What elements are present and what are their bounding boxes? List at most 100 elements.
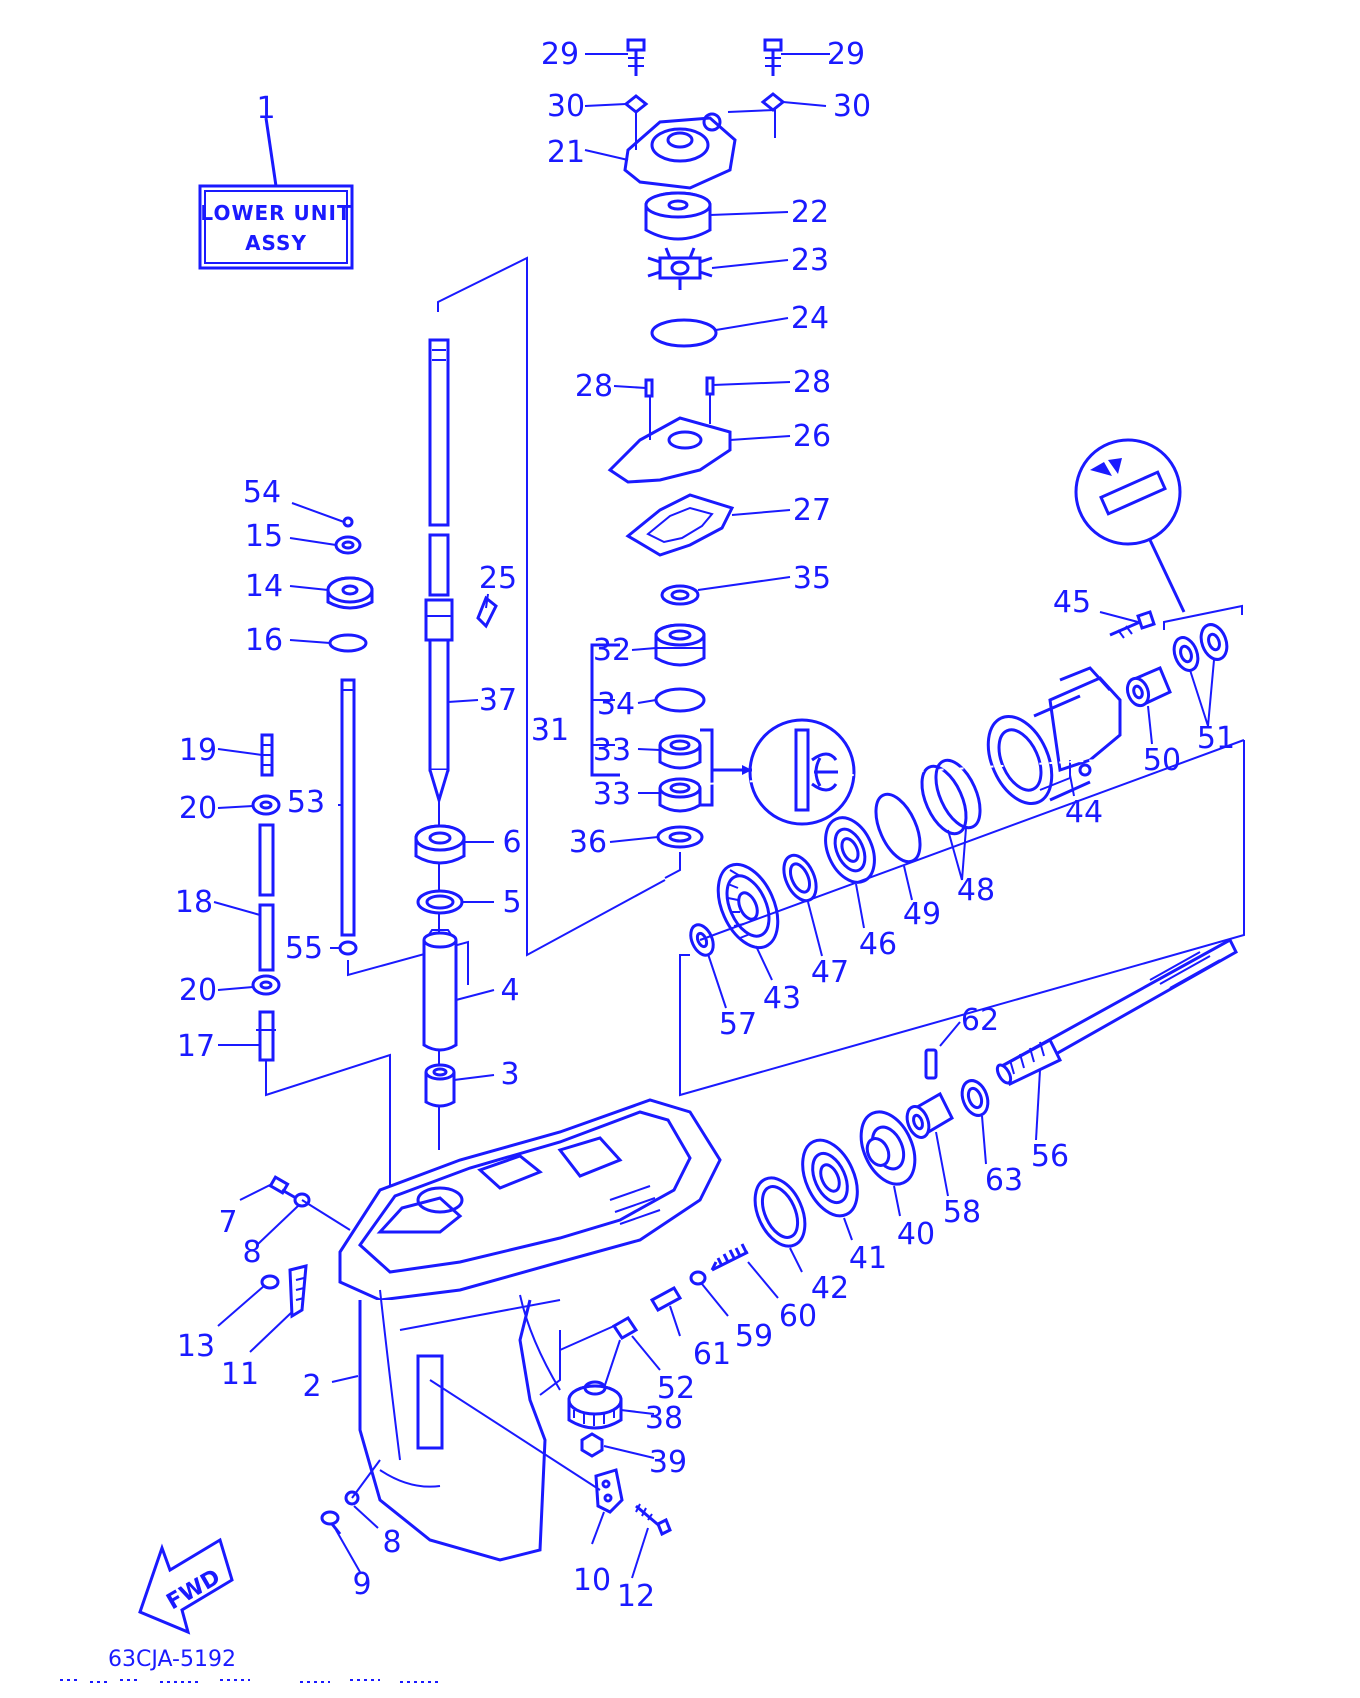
callout-29-right: 29 xyxy=(827,37,865,72)
callout-23: 23 xyxy=(791,243,829,278)
bracket-33 xyxy=(700,728,714,807)
callout-17: 17 xyxy=(177,1029,215,1064)
callout-14: 14 xyxy=(245,569,283,604)
callout-60: 60 xyxy=(779,1299,817,1334)
plate-10 xyxy=(429,1379,624,1514)
clip-63 xyxy=(960,1079,990,1117)
seal-33-upper xyxy=(658,734,702,770)
callout-51: 51 xyxy=(1197,721,1235,756)
callout-7: 7 xyxy=(218,1205,237,1240)
outer-plate-26 xyxy=(607,394,732,484)
nut-39 xyxy=(580,1432,604,1458)
callout-6: 6 xyxy=(502,825,521,860)
callout-33-upper: 33 xyxy=(593,733,631,768)
propeller-shaft-56 xyxy=(995,937,1238,1087)
callout-58: 58 xyxy=(943,1195,981,1230)
title-box: LOWER UNIT ASSY 1 xyxy=(198,91,354,270)
callout-52: 52 xyxy=(657,1371,695,1406)
key-25 xyxy=(476,595,498,629)
grommet-15 xyxy=(334,535,362,555)
callout-44: 44 xyxy=(1065,795,1103,830)
callout-8-upper: 8 xyxy=(242,1235,261,1270)
key-24 xyxy=(650,318,718,348)
bearing-41 xyxy=(801,1138,859,1218)
water-tube-53 xyxy=(340,678,356,937)
bearing-51 xyxy=(1163,604,1243,672)
callout-21: 21 xyxy=(547,135,585,170)
title-line2: ASSY xyxy=(245,231,307,255)
gear-axis-line xyxy=(699,739,1245,941)
callout-43: 43 xyxy=(763,981,801,1016)
callout-61: 61 xyxy=(693,1337,731,1372)
pump-housing-21 xyxy=(623,108,776,190)
callout-53: 53 xyxy=(287,785,325,820)
dowel-28-right xyxy=(705,376,715,396)
fine-print-marks xyxy=(60,1679,440,1683)
spring-60 xyxy=(710,1243,749,1272)
lower-case-2 xyxy=(338,1098,722,1562)
screw-12 xyxy=(635,1503,672,1537)
callout-9: 9 xyxy=(352,1567,371,1602)
grease-detail-circle-gc xyxy=(1074,438,1186,613)
ring-5 xyxy=(416,889,464,915)
bearing-32 xyxy=(654,623,706,667)
grommet-55 xyxy=(338,940,358,956)
washer-30-right xyxy=(760,92,786,112)
plate-11 xyxy=(288,1264,308,1319)
callout-28-left: 28 xyxy=(575,369,613,404)
bushing-3 xyxy=(424,1063,456,1108)
callout-25: 25 xyxy=(479,561,517,596)
bracket-31 xyxy=(590,643,620,777)
callout-59: 59 xyxy=(735,1319,773,1354)
callout-33-lower: 33 xyxy=(593,777,631,812)
impeller-23 xyxy=(647,247,713,290)
bearing-46 xyxy=(824,816,876,884)
callout-3: 3 xyxy=(500,1057,519,1092)
callout-12: 12 xyxy=(617,1579,655,1614)
callout-18: 18 xyxy=(175,885,213,920)
screw-9 xyxy=(320,1510,342,1535)
callout-24: 24 xyxy=(791,301,829,336)
callout-28-right: 28 xyxy=(793,365,831,400)
bolt-19 xyxy=(260,733,274,777)
callout-38: 38 xyxy=(645,1401,683,1436)
shift-cam-17 xyxy=(256,1010,276,1062)
reverse-gear-43 xyxy=(716,862,780,950)
callout-54: 54 xyxy=(243,475,281,510)
callout-30-left: 30 xyxy=(547,89,585,124)
callout-22: 22 xyxy=(791,195,829,230)
callout-11: 11 xyxy=(221,1357,259,1392)
bolt-29-right xyxy=(763,38,783,76)
gasket-27 xyxy=(625,493,735,557)
pin-61 xyxy=(649,1285,683,1313)
pin-62 xyxy=(924,1048,938,1080)
callout-20-lower: 20 xyxy=(179,973,217,1008)
callout-13: 13 xyxy=(177,1329,215,1364)
callout-49: 49 xyxy=(903,897,941,932)
callout-57: 57 xyxy=(719,1007,757,1042)
callout-4: 4 xyxy=(500,973,519,1008)
leader-lines xyxy=(213,53,1215,1579)
callout-46: 46 xyxy=(859,927,897,962)
spacer xyxy=(689,759,1101,786)
callout-1: 1 xyxy=(256,91,275,126)
pinion-38 xyxy=(567,1380,623,1430)
callout-32: 32 xyxy=(593,633,631,668)
callout-63: 63 xyxy=(985,1163,1023,1198)
callout-5: 5 xyxy=(502,885,521,920)
callout-62: 62 xyxy=(961,1003,999,1038)
callout-10: 10 xyxy=(573,1563,611,1598)
shift-rod-18 xyxy=(258,823,275,972)
callout-40: 40 xyxy=(897,1217,935,1252)
callout-34: 34 xyxy=(597,687,635,722)
title-line1: LOWER UNIT xyxy=(200,201,351,225)
callout-labels: 29 29 30 30 21 22 23 24 28 28 26 27 25 3… xyxy=(175,37,1235,1614)
callout-55: 55 xyxy=(285,931,323,966)
o-ring-34 xyxy=(654,687,706,713)
screw-7 xyxy=(268,1175,297,1200)
callout-47: 47 xyxy=(811,955,849,990)
seal-14 xyxy=(326,576,374,610)
forward-gear-40 xyxy=(859,1110,917,1186)
